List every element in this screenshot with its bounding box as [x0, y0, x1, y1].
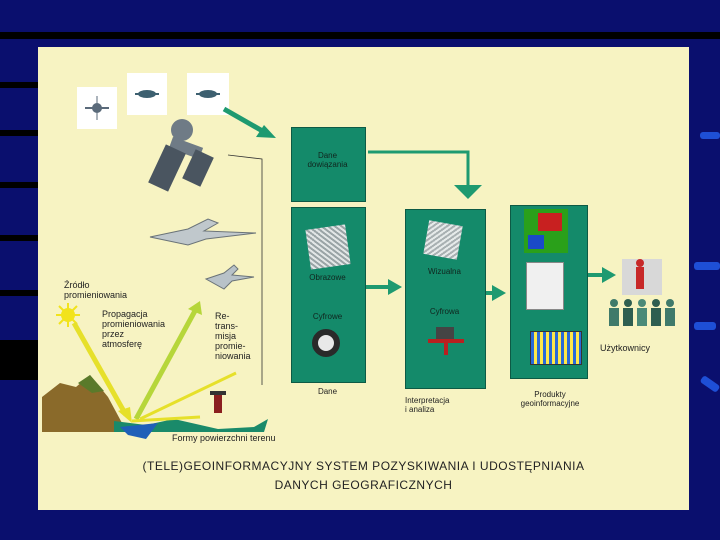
diagram-caption-line1: (TELE)GEOINFORMACYJNY SYSTEM POZYSKIWANI…: [38, 459, 689, 473]
computer-workstation-icon: [428, 327, 464, 357]
background-accent: [694, 262, 720, 270]
disc-icon: [312, 329, 340, 357]
map-product-icon: [524, 209, 568, 253]
arrow-to-reference-data: [224, 109, 276, 138]
document-product-icon: [526, 262, 564, 310]
users-icon: [609, 259, 675, 326]
arrow-data-to-interpretation: [364, 279, 402, 295]
diagram-panel: Źródło promieniowania Propagacja promien…: [38, 47, 689, 510]
background-stripe: [0, 82, 40, 88]
background-accent: [700, 132, 720, 139]
radiation-source-label: Źródło promieniowania: [64, 280, 127, 300]
background-stripe: [0, 235, 40, 241]
images-label: Obrazowe: [291, 273, 364, 282]
digital-interpretation-label: Cyfrowa: [405, 307, 484, 316]
users-label: Użytkownicy: [600, 343, 650, 353]
products-label: Produkty geoinformacyjne: [504, 390, 596, 408]
image-thumbnail-icon: [305, 224, 350, 269]
sensor-icon: [77, 87, 117, 129]
jet-icon: [206, 265, 254, 289]
propagation-label: Propagacja promieniowania przez atmosfer…: [102, 309, 165, 349]
sensor-icon: [187, 73, 229, 115]
flow-arrow-down: [368, 152, 468, 185]
interpretation-label: Interpretacja i analiza: [405, 396, 484, 414]
sensor-icon: [127, 73, 167, 115]
landforms-label: Formy powierzchni terenu: [172, 433, 276, 443]
reference-data-label: Dane dowiązania: [291, 151, 364, 169]
aircraft-icon: [150, 219, 256, 245]
retransmission-label: Re- trans- misja promie- niowania: [215, 311, 251, 361]
arrow-products-to-users: [588, 267, 616, 283]
flow-arrow-down-head: [454, 185, 482, 199]
digital-data-label: Cyfrowe: [291, 312, 364, 321]
arrow-interpretation-to-products: [484, 285, 506, 301]
diagram-caption-line2: DANYCH GEOGRAFICZNYCH: [38, 478, 689, 492]
background-stripe: [0, 32, 720, 39]
data-label: Dane: [291, 387, 364, 396]
background-accent: [700, 375, 720, 393]
background-accent: [694, 322, 716, 330]
background-stripe: [0, 340, 40, 380]
background-stripe: [0, 130, 40, 136]
visual-label: Wizualna: [405, 267, 484, 276]
background-stripe: [0, 290, 40, 296]
satellite-icon: [148, 119, 214, 192]
visual-interpretation-icon: [423, 220, 462, 259]
background-stripe: [0, 182, 40, 188]
datacube-product-icon: [530, 331, 582, 365]
